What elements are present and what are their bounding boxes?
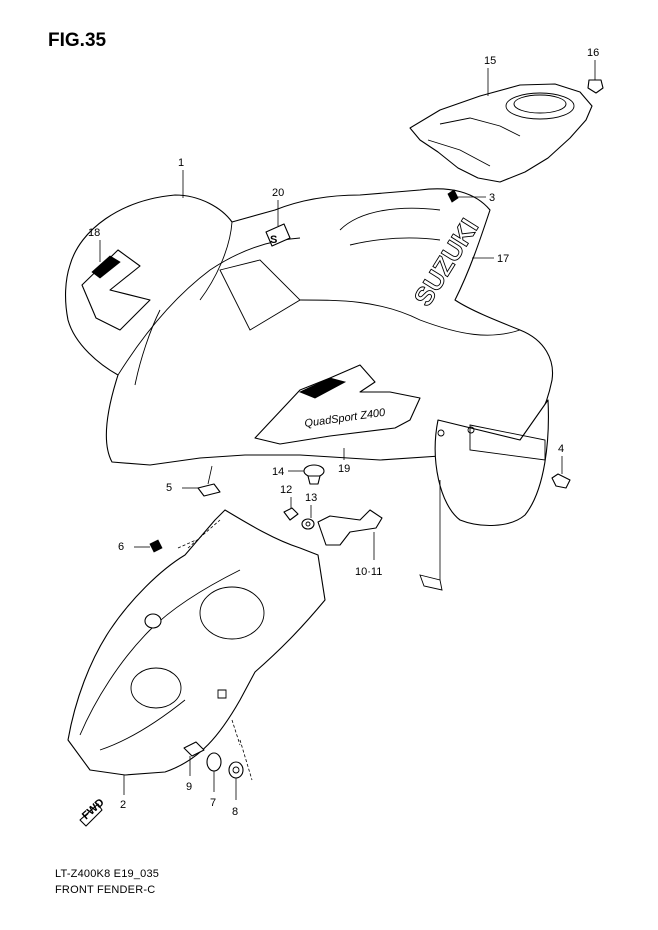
callout-4: 4 [558,443,564,455]
callout-12: 12 [280,484,292,496]
part-3-screw[interactable] [447,189,486,203]
callout-16: 16 [587,47,599,59]
part-2-inner-fender[interactable] [67,509,326,795]
alignment-lines [177,519,253,781]
part-9-bolt[interactable] [183,741,205,776]
s-emblem: S [270,234,277,246]
callout-14: 14 [272,466,284,478]
callout-20: 20 [272,187,284,199]
callout-18: 18 [88,227,100,239]
figure-title: FIG.35 [48,30,107,51]
part-15-inner-cover[interactable] [409,83,593,183]
part-14-cushion[interactable] [288,464,325,485]
callout-8: 8 [232,806,238,818]
callout-10-11: 10·11 [355,566,382,578]
callout-5: 5 [166,482,172,494]
callout-labels: 1 2 3 4 5 6 7 8 9 10·11 12 13 14 15 16 1… [88,47,599,818]
callout-13: 13 [305,492,317,504]
model-code: LT-Z400K8 E19_035 [55,868,160,880]
forward-direction-arrow: FWD [79,797,107,827]
callout-7: 7 [210,797,216,809]
part-12-bolt[interactable] [283,497,299,521]
callout-15: 15 [484,55,496,67]
callout-19: 19 [338,463,350,475]
callout-9: 9 [186,781,192,793]
part-13-washer[interactable] [301,505,315,530]
callout-leaders [99,68,494,460]
callout-17: 17 [497,253,509,265]
mudguard-flap[interactable] [434,399,549,527]
part-5-clip[interactable] [182,465,221,497]
part-8-collar[interactable] [228,761,244,800]
part-7-grommet[interactable] [206,752,222,792]
callout-3: 3 [489,192,495,204]
diagram-name: FRONT FENDER-C [55,884,156,896]
callout-1: 1 [178,157,184,169]
callout-6: 6 [118,541,124,553]
part-1-front-fender[interactable]: SUZUKI QuadSport Z400 S [65,188,554,466]
part-16-clip[interactable] [587,60,604,94]
callout-2: 2 [120,799,126,811]
part-10-11-brace[interactable] [317,480,443,591]
part-6-screw[interactable] [134,539,163,553]
part-4-bolt[interactable] [551,456,571,489]
